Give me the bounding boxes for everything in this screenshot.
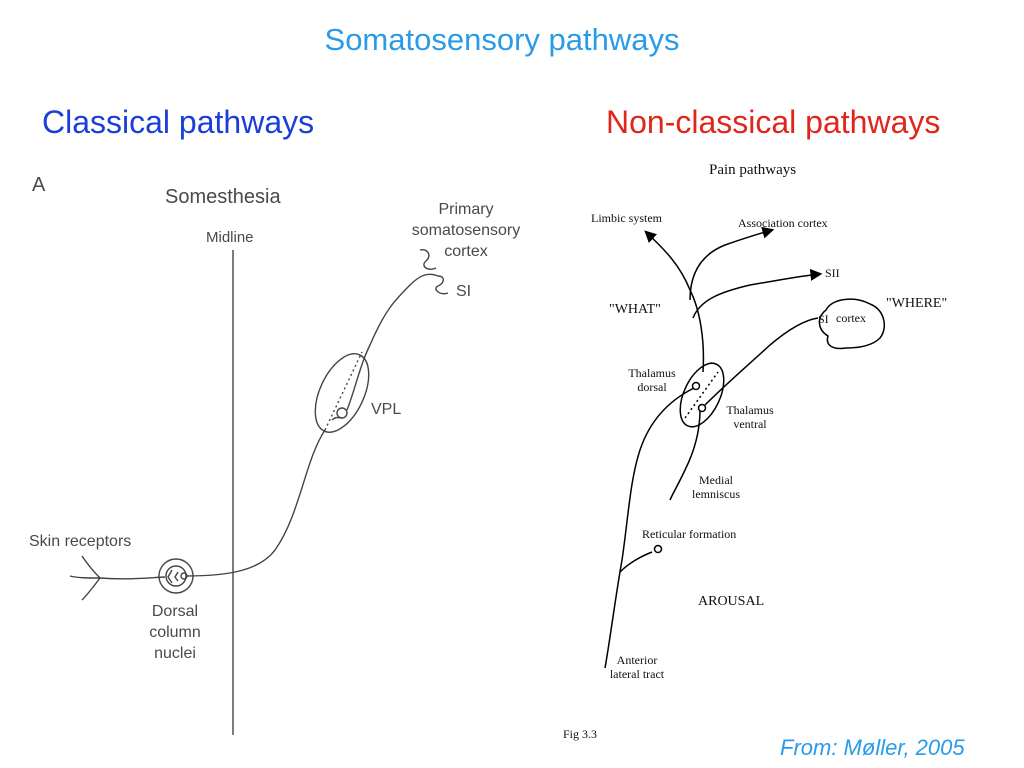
- reticular-formation-label: Reticular formation: [642, 527, 737, 541]
- cortex-label-line-1: Primary: [438, 201, 494, 218]
- vpl-dotted-line: [324, 351, 363, 431]
- thalamus-ellipse: [679, 362, 725, 428]
- thalamus-ventral-line-1: Thalamus: [726, 403, 774, 417]
- what-label: "WHAT": [609, 302, 661, 317]
- thalamus-dorsal-label: Thalamus dorsal: [620, 366, 684, 394]
- dorsal-column-nuclei-label: Dorsal column nuclei: [135, 601, 215, 664]
- thalamus-ventral-line-2: ventral: [733, 417, 767, 431]
- medial-line-1: Medial: [699, 473, 733, 487]
- cortex-label-line-2: somatosensory: [411, 222, 521, 239]
- anterior-lateral-tract: [604, 387, 695, 669]
- thalamus-dorsal-line-2: dorsal: [637, 380, 667, 394]
- skin-receptors-label: Skin receptors: [29, 533, 132, 550]
- sii-label: SII: [825, 266, 840, 280]
- synapse-mark-left: [167, 569, 179, 584]
- cortex-label-line-3: cortex: [444, 243, 488, 260]
- cortex-label-right: cortex: [836, 311, 866, 325]
- source-citation: From: Møller, 2005: [780, 735, 965, 760]
- pain-pathways-label: Pain pathways: [709, 162, 797, 178]
- sii-branch: [692, 268, 823, 319]
- thalamocortical-fibre: [346, 273, 439, 411]
- si-label-left: SI: [456, 283, 472, 300]
- midline-label: Midline: [206, 229, 254, 246]
- thalamus-ventral-label: Thalamus ventral: [718, 403, 782, 431]
- cortex-outline: [818, 298, 886, 350]
- where-pathway: [704, 317, 819, 406]
- nonclassical-heading: Non-classical pathways: [606, 104, 941, 140]
- anterior-lateral-tract-label: Anterior lateral tract: [600, 653, 674, 681]
- where-label: "WHERE": [886, 296, 948, 311]
- medial-lemniscus-fibre-right: [669, 409, 701, 501]
- vpl-synapse: [336, 407, 348, 419]
- nuclei-line-1: Dorsal: [151, 603, 199, 620]
- medial-lemniscus-fibre: [185, 429, 326, 577]
- si-label-right: SI: [818, 312, 829, 326]
- association-cortex-label: Association cortex: [738, 216, 828, 230]
- arousal-label: AROUSAL: [698, 594, 765, 609]
- skin-receptor-branches: [69, 555, 101, 601]
- reticular-synapse: [653, 544, 663, 554]
- vpl-label: VPL: [371, 401, 402, 418]
- classical-diagram: [69, 248, 449, 735]
- vpl-ellipse: [314, 353, 370, 433]
- somesthesia-label: Somesthesia: [165, 186, 281, 208]
- thalamus-dorsal-line-1: Thalamus: [628, 366, 676, 380]
- association-branch: [689, 226, 775, 301]
- thalamus-ventral-synapse: [697, 403, 707, 413]
- nonclassical-diagram: [604, 226, 886, 669]
- medial-lemniscus-label: Medial lemniscus: [682, 473, 750, 501]
- medial-line-2: lemniscus: [692, 487, 740, 501]
- reticular-branch: [619, 551, 653, 573]
- classical-heading: Classical pathways: [42, 104, 315, 140]
- limbic-system-label: Limbic system: [591, 211, 662, 225]
- anterior-line-2: lateral tract: [609, 667, 665, 681]
- cortex-label: Primary somatosensory cortex: [400, 199, 532, 262]
- cortex-squiggle-lower: [435, 275, 449, 295]
- figure-number: Fig 3.3: [563, 727, 598, 741]
- thalamus-dorsal-synapse: [691, 381, 701, 391]
- nuclei-line-3: nuclei: [154, 645, 196, 662]
- cortex-squiggle-upper: [419, 248, 437, 270]
- page-title: Somatosensory pathways: [324, 22, 680, 57]
- nuclei-line-2: column: [149, 624, 201, 641]
- anterior-line-1: Anterior: [616, 653, 658, 667]
- afferent-fibre: [99, 576, 166, 580]
- panel-letter: A: [32, 174, 46, 196]
- vpl-synapse-mark: [331, 416, 343, 421]
